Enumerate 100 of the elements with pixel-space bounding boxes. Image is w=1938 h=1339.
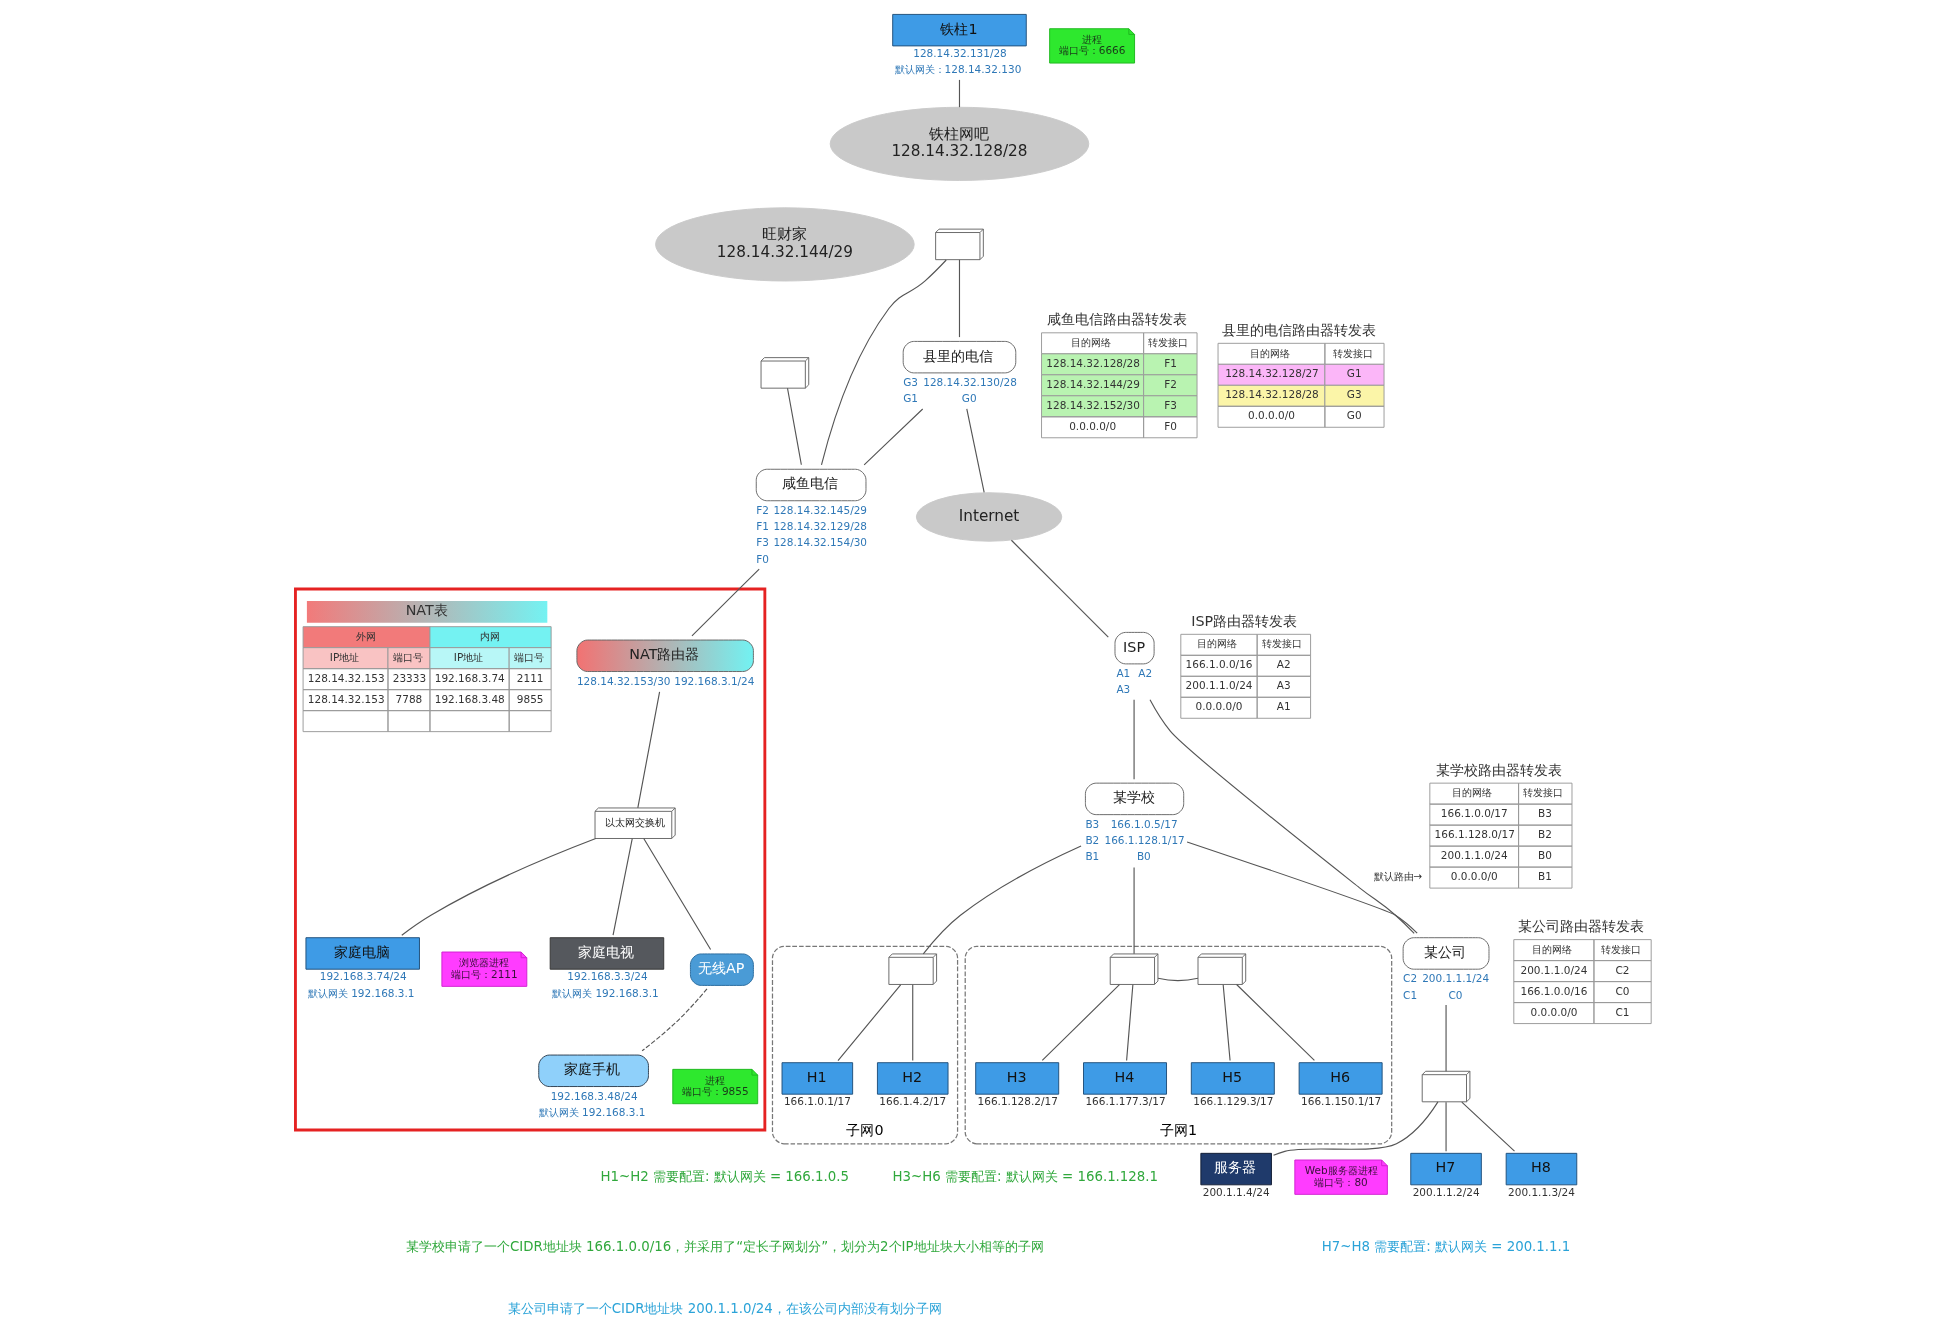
label: H7~H8 需要配置: 默认网关 = 200.1.1.1 [1321, 1239, 1570, 1255]
label: B0 [1537, 849, 1552, 862]
label: 转发接口 [1147, 335, 1188, 348]
label: 166.1.128.0/17 [1434, 828, 1515, 841]
label: ISP路由器转发表 [1190, 612, 1297, 629]
label: 内网 [479, 629, 500, 642]
node-label: G0 [961, 392, 977, 405]
label: 某公司路由器转发表 [1517, 918, 1644, 935]
node-label: 默认网关：128.14.32.130 [894, 63, 1021, 76]
label: 某公司申请了一个CIDR地址块 200.1.1.0/24，在该公司内部没有划分子网 [507, 1301, 942, 1317]
label: 2111 [516, 671, 543, 684]
node-label: 128.14.32.154/30 [772, 536, 867, 549]
node-label: 200.1.1.3/24 [1507, 1186, 1575, 1199]
node-label: C0 [1447, 988, 1462, 1001]
label: 端口号 [392, 650, 423, 663]
node-label: 192.168.3.1/24 [673, 674, 754, 687]
node-label: 默认网关 192.168.3.1 [307, 986, 415, 999]
node-label: 166.1.4.2/17 [878, 1095, 946, 1108]
node-label: F2 [755, 503, 769, 516]
label: 128.14.32.153 [307, 671, 385, 684]
node-label: G3 [902, 376, 918, 389]
label: 目的网络 [1451, 786, 1492, 799]
node-label: 166.1.128.1/17 [1104, 834, 1185, 847]
label: 目的网络 [1531, 942, 1572, 955]
label: 128.14.32.152/30 [1045, 398, 1140, 411]
node-label: 128.14.32.145/29 [772, 503, 867, 516]
label: B2 [1537, 828, 1552, 841]
label: 转发接口 [1600, 942, 1641, 955]
label: A2 [1276, 658, 1291, 671]
label: F2 [1163, 377, 1177, 390]
node-label: G1 [902, 392, 918, 405]
node-label: 192.168.3.74/24 [319, 970, 407, 983]
label: 166.1.0.0/16 [1185, 658, 1252, 671]
label: 0.0.0.0/0 [1195, 700, 1243, 713]
node-label: A1 [1115, 667, 1130, 680]
label: G1 [1346, 367, 1362, 380]
label: B3 [1537, 807, 1552, 820]
node-label: F0 [755, 552, 769, 565]
node-label: B3 [1084, 817, 1099, 830]
label: G0 [1346, 409, 1362, 422]
label: 128.14.32.153 [307, 692, 385, 705]
label: H3~H6 需要配置: 默认网关 = 166.1.128.1 [892, 1168, 1158, 1184]
node-label: 192.168.3.3/24 [566, 970, 648, 983]
label: B1 [1537, 870, 1552, 883]
node-label: 192.168.3.48/24 [550, 1089, 638, 1102]
label: 128.14.32.128/28 [1224, 388, 1319, 401]
label: C2 [1614, 963, 1629, 976]
node-label: A2 [1137, 667, 1152, 680]
label: F3 [1163, 398, 1177, 411]
node-label: F3 [755, 536, 769, 549]
label: F0 [1163, 419, 1177, 432]
label: G3 [1346, 388, 1362, 401]
label: IP地址 [453, 650, 483, 663]
label: NAT表 [405, 602, 448, 619]
node-label: A3 [1115, 683, 1130, 696]
node-label: B0 [1136, 850, 1151, 863]
label: H1~H2 需要配置: 默认网关 = 166.1.0.5 [600, 1168, 849, 1184]
node-label: 166.1.0.5/17 [1110, 817, 1178, 830]
label: 200.1.1.0/24 [1185, 679, 1252, 692]
node-label: 166.1.128.2/17 [977, 1095, 1058, 1108]
label: 目的网络 [1249, 346, 1290, 359]
label: 默认路由→ [1373, 870, 1422, 883]
label: 128.14.32.128/27 [1224, 367, 1319, 380]
label: 转发接口 [1522, 786, 1563, 799]
label: A3 [1276, 679, 1291, 692]
label: 端口号 [513, 650, 544, 663]
node-label: 128.14.32.153/30 [576, 674, 670, 687]
node-label: 200.1.1.2/24 [1412, 1186, 1480, 1199]
label: 转发接口 [1261, 637, 1302, 650]
node-label: B2 [1084, 834, 1099, 847]
label: C1 [1614, 1005, 1629, 1018]
node-label: 200.1.1.4/24 [1202, 1186, 1270, 1199]
label: 0.0.0.0/0 [1529, 1005, 1577, 1018]
label: 200.1.1.0/24 [1440, 849, 1508, 862]
label: 某学校申请了一个CIDR地址块 166.1.0.0/16，并采用了“定长子网划分”，划分为2个IP地址块大小相等的子网 [405, 1239, 1044, 1255]
node-label: 166.1.150.1/17 [1300, 1095, 1381, 1108]
label: 某学校路由器转发表 [1435, 761, 1562, 778]
label: 166.1.0.0/16 [1519, 984, 1587, 997]
label: 128.14.32.128/28 [1045, 356, 1140, 369]
label: 9855 [516, 692, 543, 705]
node-label: 默认网关 192.168.3.1 [538, 1105, 645, 1118]
label: 目的网络 [1196, 637, 1237, 650]
label: 0.0.0.0/0 [1068, 419, 1116, 432]
node-label: F1 [755, 520, 769, 533]
node-label: B1 [1084, 850, 1099, 863]
label: 0.0.0.0/0 [1450, 870, 1498, 883]
node-label: 128.14.32.131/28 [912, 47, 1007, 60]
label: 128.14.32.144/29 [1045, 377, 1140, 390]
label: 23333 [392, 671, 426, 684]
label: F1 [1163, 356, 1177, 369]
label: 0.0.0.0/0 [1247, 409, 1295, 422]
label: 166.1.0.0/17 [1440, 807, 1508, 820]
label: A1 [1276, 700, 1291, 713]
node-label: C2 [1402, 972, 1417, 985]
node-label: C1 [1402, 988, 1417, 1001]
label: 县里的电信路由器转发表 [1221, 321, 1376, 338]
label: 192.168.3.48 [434, 692, 505, 705]
label: 外网 [355, 629, 376, 642]
label: C0 [1614, 984, 1629, 997]
label: 目的网络 [1070, 335, 1111, 348]
